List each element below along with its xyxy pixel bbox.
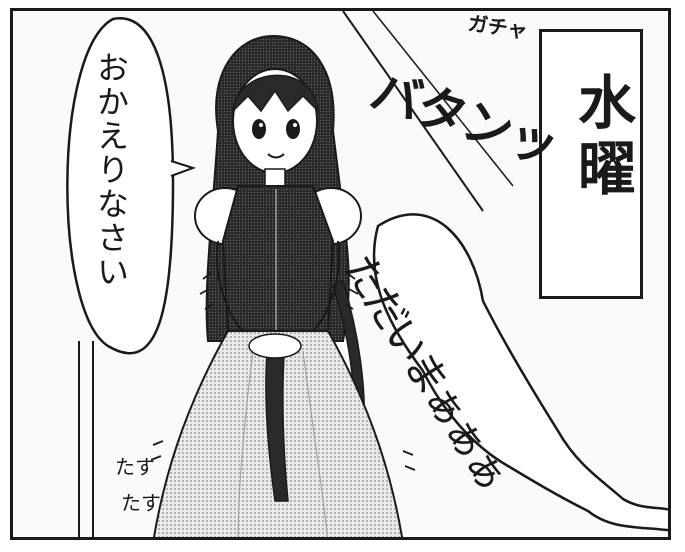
- speech-balloon-left: [66, 17, 175, 355]
- sfx-footsteps-2: たす: [121, 491, 161, 515]
- character-eye-left: [252, 119, 266, 139]
- speech-balloon-right: [372, 213, 668, 532]
- manga-panel: おかえりなさい 水曜 ガチャ バタンッ ただいまぁぁぁ たす たす: [10, 8, 671, 540]
- caption-box: 水曜: [539, 29, 643, 299]
- hair-strand: [265, 340, 289, 502]
- caption-day: 水曜: [568, 72, 636, 204]
- character-hands: [248, 333, 302, 359]
- panel-artwork: [66, 11, 668, 537]
- character-eye-right: [286, 119, 300, 139]
- speech-okaerinasai: おかえりなさい: [92, 51, 130, 289]
- sfx-footsteps-1: たす: [115, 455, 155, 479]
